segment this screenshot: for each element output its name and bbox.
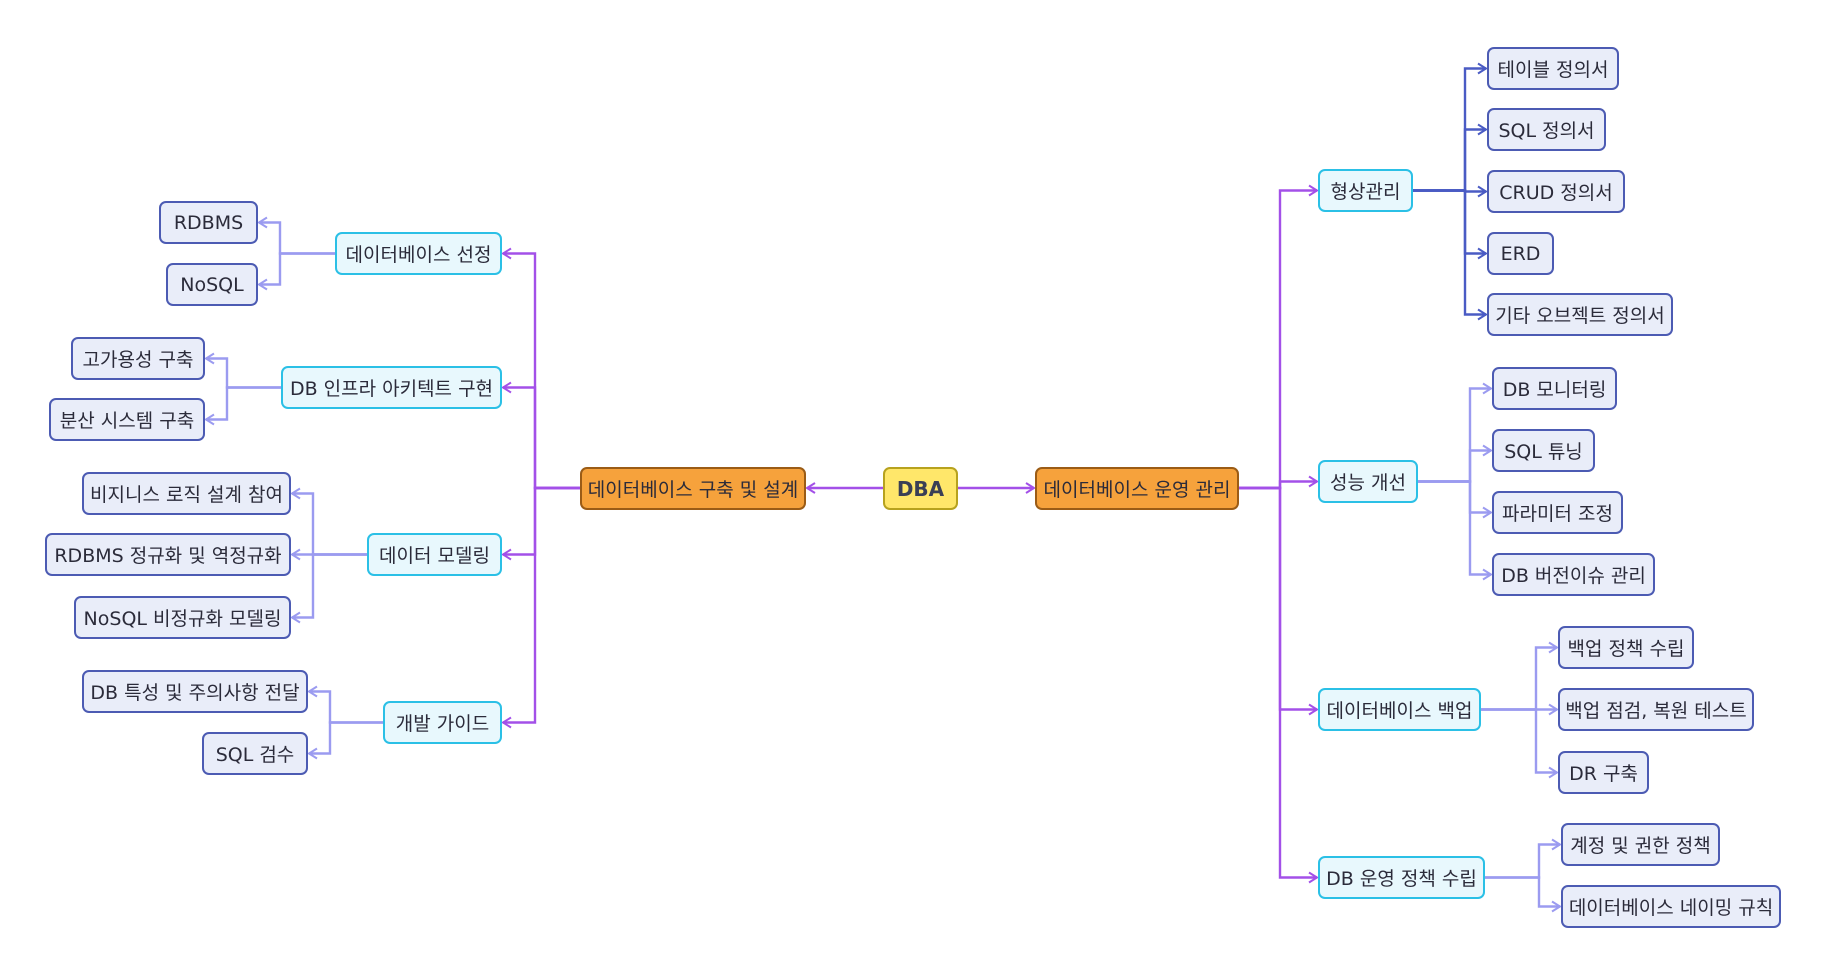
edge-right-leaf-2-2 — [1481, 708, 1559, 779]
right-leaf-node-0-2: CRUD 정의서 — [1487, 170, 1625, 213]
right-leaf-node-3-1: 데이터베이스 네이밍 규칙 — [1561, 885, 1781, 928]
edge-right-leaf-3-0 — [1485, 838, 1562, 879]
right-leaf-node-1-3: DB 버전이슈 관리 — [1492, 553, 1655, 596]
edge-right-leaf-2-0 — [1481, 641, 1559, 711]
left-leaf-node-2-1: RDBMS 정규화 및 역정규화 — [45, 533, 291, 576]
left-level2-node-3: 개발 가이드 — [383, 701, 502, 744]
right-leaf-node-0-4: 기타 오브젝트 정의서 — [1487, 293, 1673, 336]
edge-left-l2-3 — [501, 486, 580, 729]
right-leaf-node-0-0: 테이블 정의서 — [1487, 47, 1619, 90]
right-level2-node-3: DB 운영 정책 수립 — [1318, 856, 1485, 899]
right-leaf-node-0-1: SQL 정의서 — [1487, 108, 1606, 151]
left-leaf-node-2-0: 비지니스 로직 설계 참여 — [82, 472, 291, 515]
right-leaf-node-0-3: ERD — [1487, 232, 1554, 275]
edge-right-leaf-3-1 — [1485, 876, 1562, 913]
left-leaf-node-0-1: NoSQL — [166, 263, 258, 306]
edge-right-leaf-0-3 — [1413, 189, 1488, 260]
edge-left-leaf-3-0 — [307, 685, 383, 724]
left-leaf-node-0-0: RDBMS — [159, 201, 258, 244]
left-level2-node-2: 데이터 모델링 — [367, 533, 502, 576]
left-level2-node-0: 데이터베이스 선정 — [335, 232, 502, 275]
edge-right-leaf-0-1 — [1413, 123, 1488, 192]
right-level2-node-1: 성능 개선 — [1318, 460, 1418, 503]
edge-left-l2-0 — [501, 247, 580, 490]
left-leaf-node-1-0: 고가용성 구축 — [71, 337, 205, 380]
edge-right-l2-3 — [1239, 486, 1319, 884]
edge-left-l2-1 — [501, 381, 580, 490]
edges-layer — [204, 62, 1562, 913]
left-leaf-node-3-1: SQL 검수 — [202, 732, 308, 775]
edge-right-l2-2 — [1239, 486, 1319, 716]
left-leaf-node-1-1: 분산 시스템 구축 — [49, 398, 205, 441]
edge-right-leaf-0-4 — [1413, 189, 1488, 321]
branch-node-build-design: 데이터베이스 구축 및 설계 — [580, 467, 806, 510]
edge-right-leaf-1-1 — [1418, 444, 1493, 483]
right-leaf-node-3-0: 계정 및 권한 정책 — [1561, 823, 1720, 866]
edge-left-leaf-1-1 — [204, 386, 281, 426]
edge-left-l2-2 — [501, 486, 580, 561]
edge-left-leaf-2-2 — [290, 553, 367, 624]
right-level2-node-2: 데이터베이스 백업 — [1318, 688, 1481, 731]
right-leaf-node-2-0: 백업 정책 수립 — [1558, 626, 1694, 669]
left-level2-node-1: DB 인프라 아키텍트 구현 — [281, 366, 502, 409]
edge-right-leaf-1-3 — [1418, 480, 1493, 581]
root-node-dba: DBA — [883, 467, 958, 510]
edge-right-l2-0 — [1239, 184, 1319, 490]
edge-left-leaf-3-1 — [307, 721, 383, 760]
left-leaf-node-3-0: DB 특성 및 주의사항 전달 — [82, 670, 308, 713]
right-leaf-node-2-2: DR 구축 — [1558, 751, 1649, 794]
left-leaf-node-2-2: NoSQL 비정규화 모델링 — [74, 596, 291, 639]
branch-node-operations: 데이터베이스 운영 관리 — [1035, 467, 1239, 510]
right-leaf-node-2-1: 백업 점검, 복원 테스트 — [1558, 688, 1754, 731]
right-leaf-node-1-2: 파라미터 조정 — [1492, 491, 1623, 534]
edge-left-leaf-1-0 — [204, 352, 281, 389]
right-level2-node-0: 형상관리 — [1318, 169, 1413, 212]
right-leaf-node-1-1: SQL 튜닝 — [1492, 429, 1595, 472]
edge-left-leaf-0-1 — [257, 252, 335, 291]
edge-right-leaf-1-0 — [1418, 382, 1493, 483]
right-leaf-node-1-0: DB 모니터링 — [1492, 367, 1617, 410]
edge-left-leaf-0-0 — [257, 216, 335, 255]
edge-left-leaf-2-0 — [290, 487, 367, 556]
edge-right-leaf-1-2 — [1418, 480, 1493, 519]
